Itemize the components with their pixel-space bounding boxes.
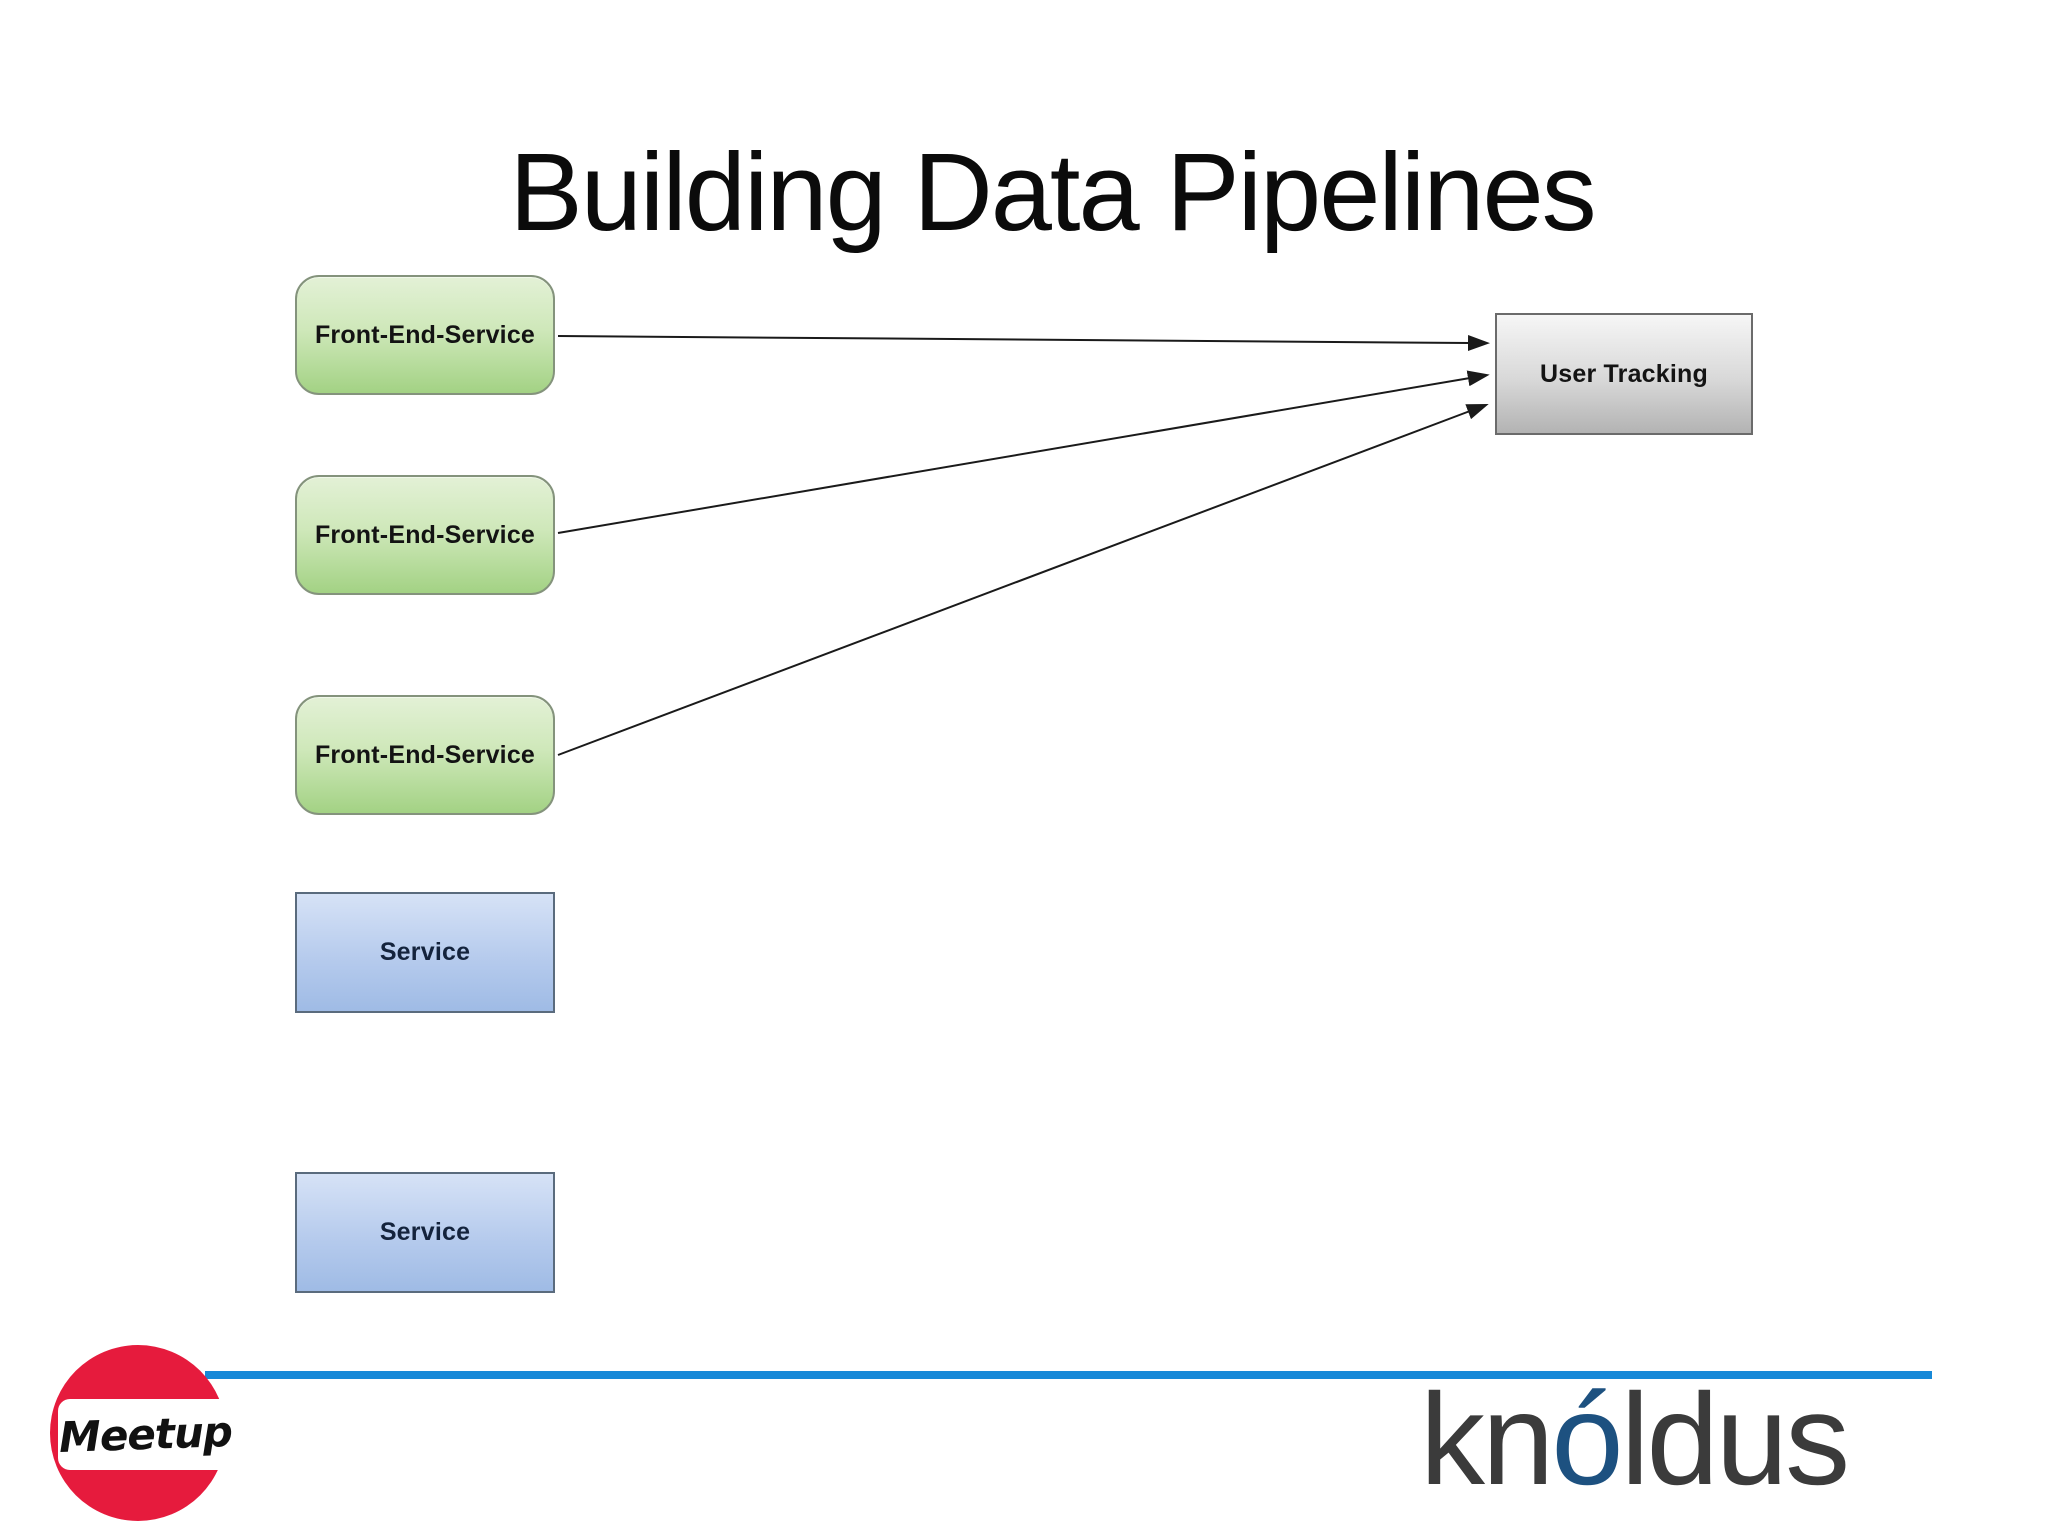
node-front-end-service-3: Front-End-Service xyxy=(295,695,555,815)
node-front-end-service-2-label: Front-End-Service xyxy=(314,520,536,549)
node-service-2: Service xyxy=(295,1172,555,1293)
node-front-end-service-1: Front-End-Service xyxy=(295,275,555,395)
node-front-end-service-1-label: Front-End-Service xyxy=(314,320,536,349)
node-user-tracking: User Tracking xyxy=(1495,313,1753,435)
node-front-end-service-2: Front-End-Service xyxy=(295,475,555,595)
knoldus-logo-text-accent: ó xyxy=(1551,1366,1623,1512)
node-front-end-service-3-label: Front-End-Service xyxy=(314,740,536,769)
arrow-frontend2-to-usertracking xyxy=(557,370,1490,534)
node-user-tracking-label: User Tracking xyxy=(1540,359,1708,388)
node-service-2-label: Service xyxy=(379,1218,471,1246)
knoldus-logo-text-pre: kn xyxy=(1420,1366,1554,1512)
footer-divider-line xyxy=(205,1371,1932,1379)
arrow-frontend1-to-usertracking xyxy=(557,334,1490,351)
slide-title: Building Data Pipelines xyxy=(509,131,1596,254)
node-service-1-label: Service xyxy=(379,938,471,966)
meetup-logo-text: Meetup xyxy=(57,1406,233,1463)
knoldus-logo-text-post: ldus xyxy=(1620,1366,1850,1512)
meetup-logo-band: Meetup xyxy=(58,1399,232,1470)
knoldus-logo: knóldus xyxy=(1420,1374,1850,1504)
node-service-1: Service xyxy=(295,892,555,1013)
arrow-frontend3-to-usertracking xyxy=(557,403,1489,756)
